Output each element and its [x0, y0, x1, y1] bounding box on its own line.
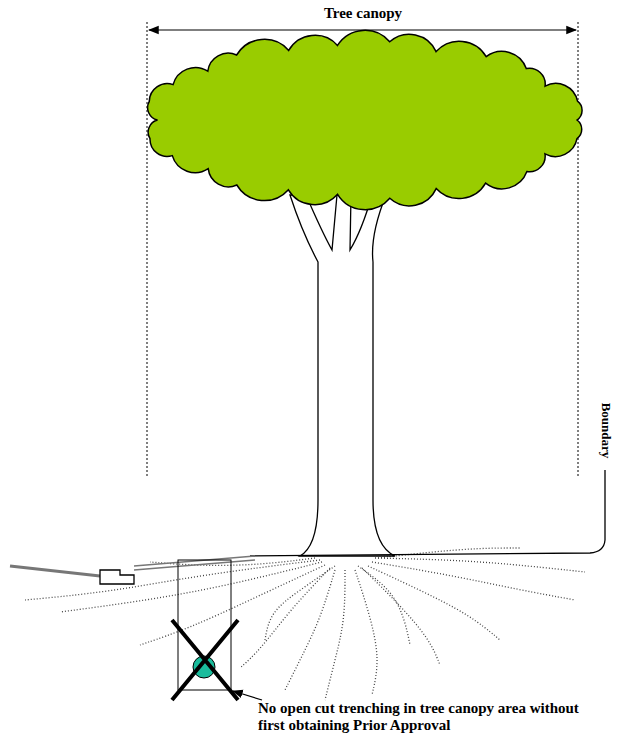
dimension-label: Tree canopy: [324, 5, 402, 22]
root: [362, 568, 440, 665]
ground-line: [250, 470, 605, 556]
root: [60, 562, 322, 612]
trench-outline: [178, 560, 231, 690]
tree-roots: [25, 548, 585, 700]
root: [378, 548, 520, 558]
boundary-label: Boundary: [599, 402, 614, 458]
root: [375, 558, 585, 572]
prohibited-cross: [172, 620, 238, 700]
root: [325, 570, 345, 700]
tree-trunk: [290, 195, 395, 556]
root: [358, 566, 410, 645]
footpath: [134, 556, 255, 570]
note-text: No open cut trenching in tree canopy are…: [258, 700, 588, 735]
root: [240, 568, 330, 668]
pipe: [10, 566, 100, 576]
root: [140, 565, 325, 645]
tree-canopy: [148, 30, 582, 209]
canopy-extent-line: [578, 22, 579, 478]
root: [265, 566, 335, 640]
root: [355, 570, 377, 695]
kerb-footing: [100, 570, 134, 584]
leader-arrow: [233, 691, 262, 700]
root: [372, 562, 575, 600]
root: [285, 570, 335, 690]
root: [25, 560, 320, 600]
root: [368, 566, 500, 640]
canopy-extent-line: [147, 22, 148, 478]
